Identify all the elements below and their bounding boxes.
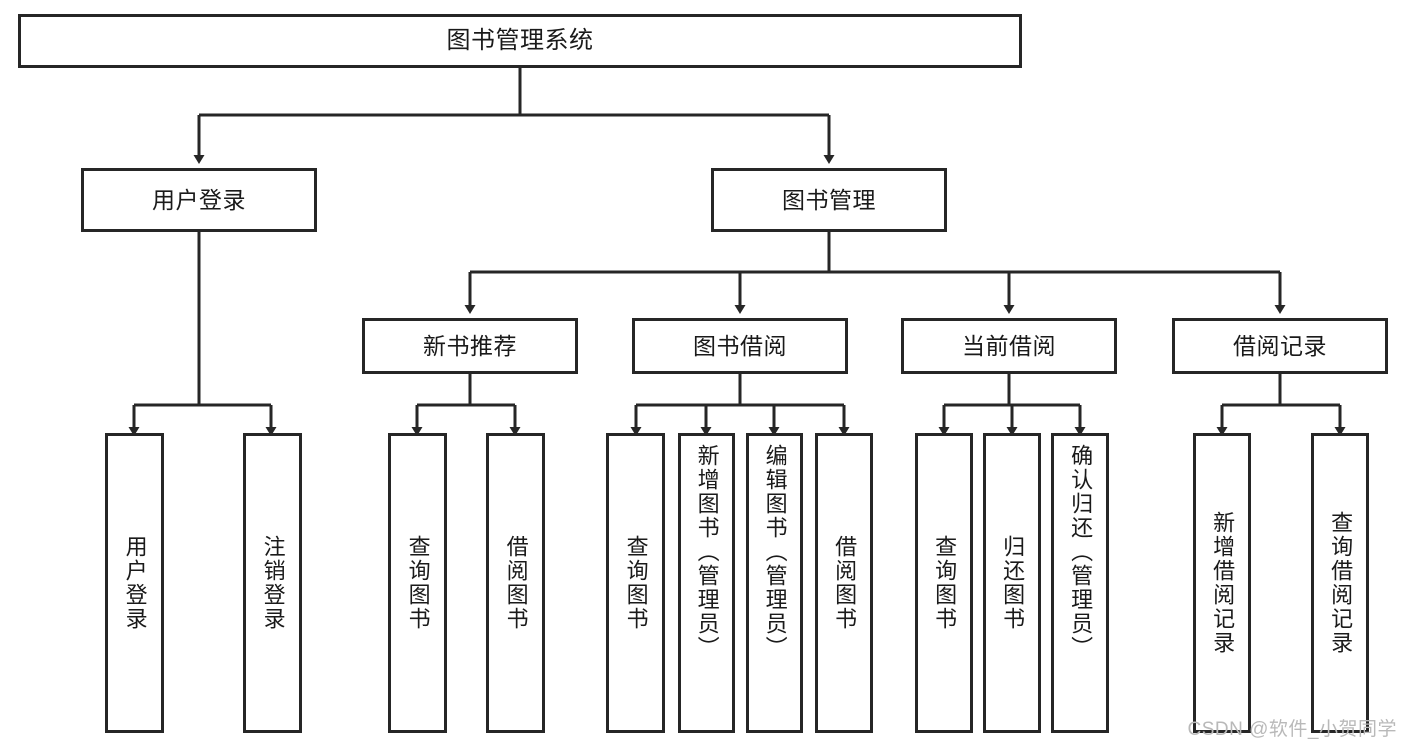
leaf-label: 查询图书 [932,535,958,631]
node-book-borrow[interactable]: 图书借阅 [632,318,848,374]
node-label: 图书管理系统 [446,27,594,55]
leaf-label: 确认归还（管理员） [1068,444,1094,660]
leaf-label: 用户登录 [122,535,148,631]
watermark-text: CSDN @软件_小贺同学 [1187,719,1397,740]
node-user-login[interactable]: 用户登录 [81,168,317,232]
node-borrow-record[interactable]: 借阅记录 [1172,318,1388,374]
leaf-label: 借阅图书 [503,535,529,631]
leaf-label: 归还图书 [1000,535,1026,631]
leaf-book-borrow-edit-admin[interactable]: 编辑图书（管理员） [746,433,803,733]
node-new-book-recommend[interactable]: 新书推荐 [362,318,578,374]
leaf-label: 编辑图书（管理员） [762,444,788,660]
leaf-current-borrow-confirm-return-admin[interactable]: 确认归还（管理员） [1051,433,1109,733]
node-root-book-management-system[interactable]: 图书管理系统 [18,14,1022,68]
leaf-borrow-record-query[interactable]: 查询借阅记录 [1311,433,1369,733]
leaf-new-book-query[interactable]: 查询图书 [388,433,447,733]
leaf-current-borrow-query[interactable]: 查询图书 [915,433,973,733]
leaf-label: 新增借阅记录 [1210,511,1236,655]
leaf-user-login-logout[interactable]: 注销登录 [243,433,302,733]
node-label: 新书推荐 [423,332,517,359]
leaf-new-book-borrow[interactable]: 借阅图书 [486,433,545,733]
leaf-current-borrow-return[interactable]: 归还图书 [983,433,1041,733]
node-label: 图书管理 [782,186,876,213]
node-label: 当前借阅 [962,332,1056,359]
leaf-book-borrow-query[interactable]: 查询图书 [606,433,665,733]
leaf-book-borrow-borrow[interactable]: 借阅图书 [815,433,873,733]
node-book-management[interactable]: 图书管理 [711,168,947,232]
leaf-borrow-record-add[interactable]: 新增借阅记录 [1193,433,1251,733]
leaf-label: 查询借阅记录 [1328,511,1354,655]
leaf-label: 注销登录 [260,535,286,631]
leaf-book-borrow-add-admin[interactable]: 新增图书（管理员） [678,433,735,733]
leaf-label: 新增图书（管理员） [694,444,720,660]
node-current-borrow[interactable]: 当前借阅 [901,318,1117,374]
leaf-label: 查询图书 [623,535,649,631]
node-label: 用户登录 [152,186,246,213]
node-label: 图书借阅 [693,332,787,359]
leaf-label: 查询图书 [405,535,431,631]
leaf-user-login-login[interactable]: 用户登录 [105,433,164,733]
node-label: 借阅记录 [1233,332,1327,359]
leaf-label: 借阅图书 [832,535,858,631]
